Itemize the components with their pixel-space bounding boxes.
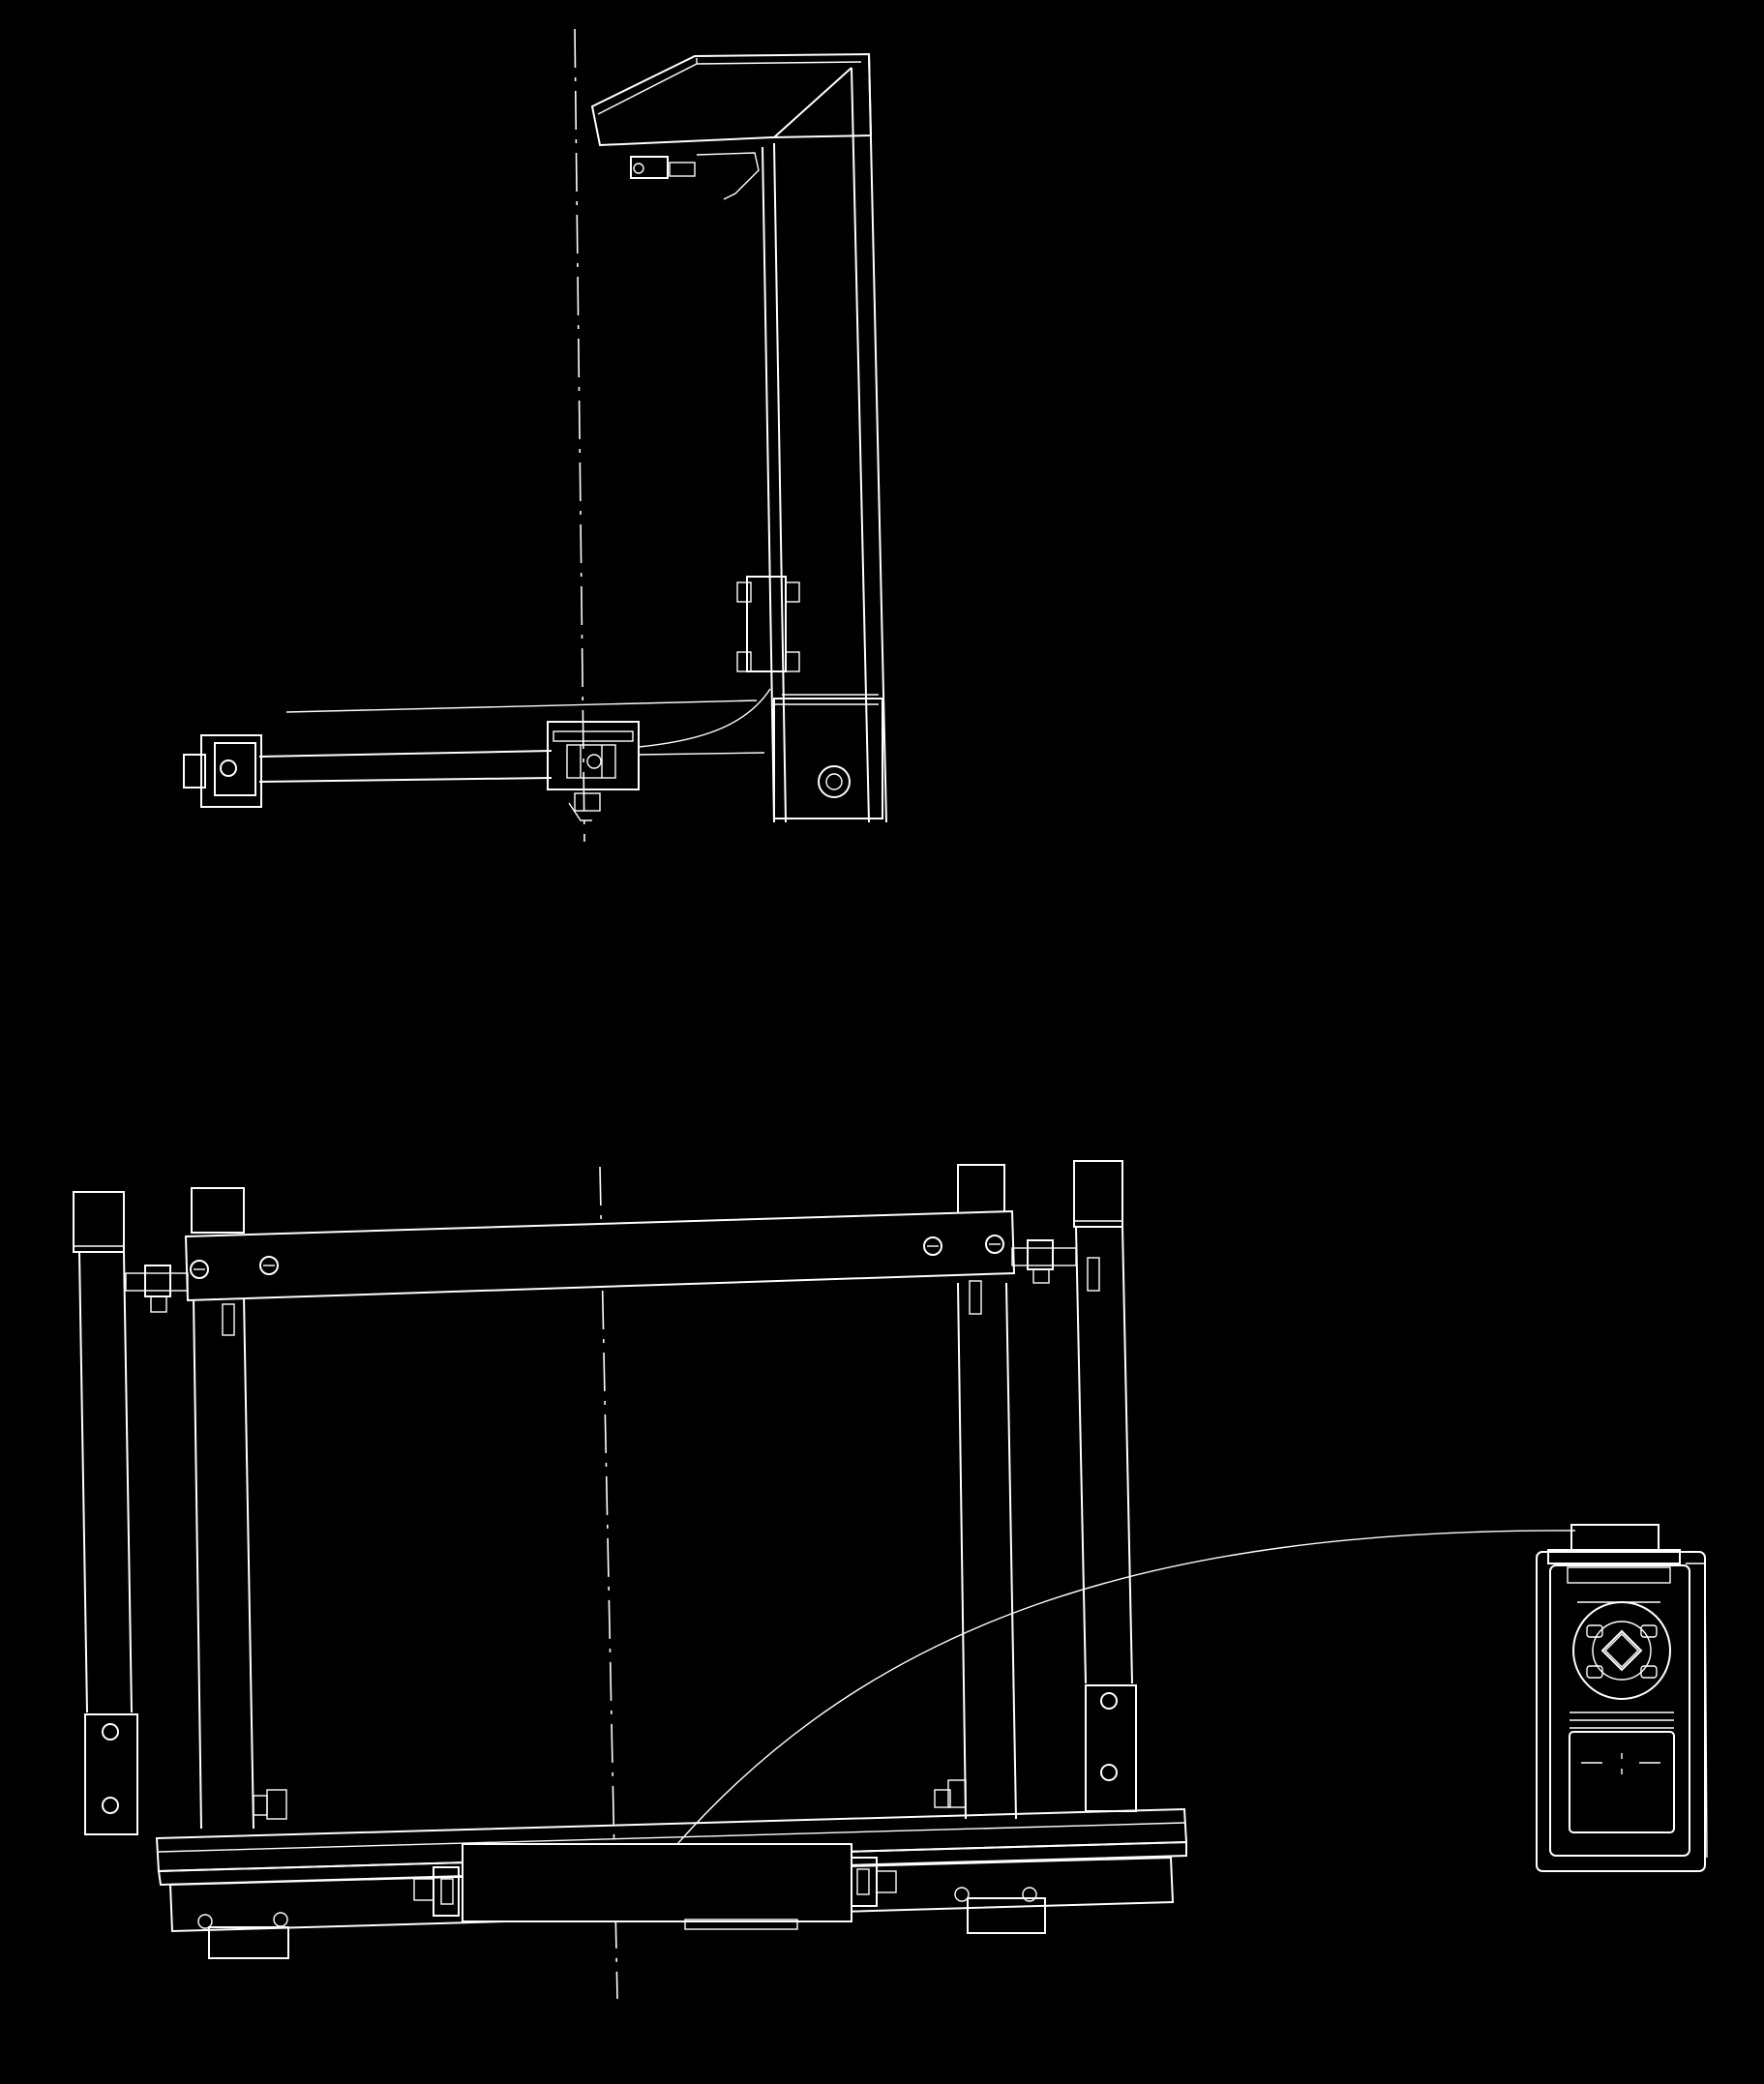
sensor-mount bbox=[630, 156, 669, 179]
left-inner-leg bbox=[191, 1187, 287, 1830]
overhead-arm bbox=[590, 52, 873, 200]
platform-beam bbox=[183, 688, 771, 821]
side-view-centerline bbox=[574, 28, 585, 843]
left-foot-plate bbox=[84, 1713, 138, 1835]
right-foot-plate bbox=[1085, 1684, 1137, 1812]
left-connector bbox=[125, 1272, 189, 1292]
navigation-keypad bbox=[1572, 1601, 1671, 1700]
controller-display bbox=[1569, 1712, 1675, 1833]
controller-housing bbox=[1536, 1551, 1706, 1872]
right-outer-leg bbox=[1073, 1160, 1137, 1812]
front-view bbox=[73, 1160, 1188, 2000]
signal-cable bbox=[676, 1530, 1576, 1845]
post-clamps bbox=[736, 576, 800, 672]
right-connector bbox=[1011, 1247, 1077, 1266]
post-base-plate bbox=[773, 698, 883, 819]
left-outer-leg bbox=[73, 1191, 138, 1835]
load-cell-cable bbox=[638, 688, 771, 748]
weighing-controller bbox=[1536, 1524, 1708, 1872]
center-load-cell bbox=[462, 1843, 852, 1922]
anchor-bolt bbox=[818, 765, 851, 798]
controller-connector bbox=[1570, 1524, 1659, 1551]
bottom-base bbox=[155, 1807, 1188, 1959]
vertical-post bbox=[762, 53, 887, 823]
top-crossbar bbox=[125, 1209, 1077, 1313]
controller-top-panel bbox=[1567, 1566, 1671, 1584]
right-inner-leg bbox=[934, 1164, 1017, 1820]
mount-bracket bbox=[696, 152, 760, 200]
side-view bbox=[183, 28, 887, 843]
